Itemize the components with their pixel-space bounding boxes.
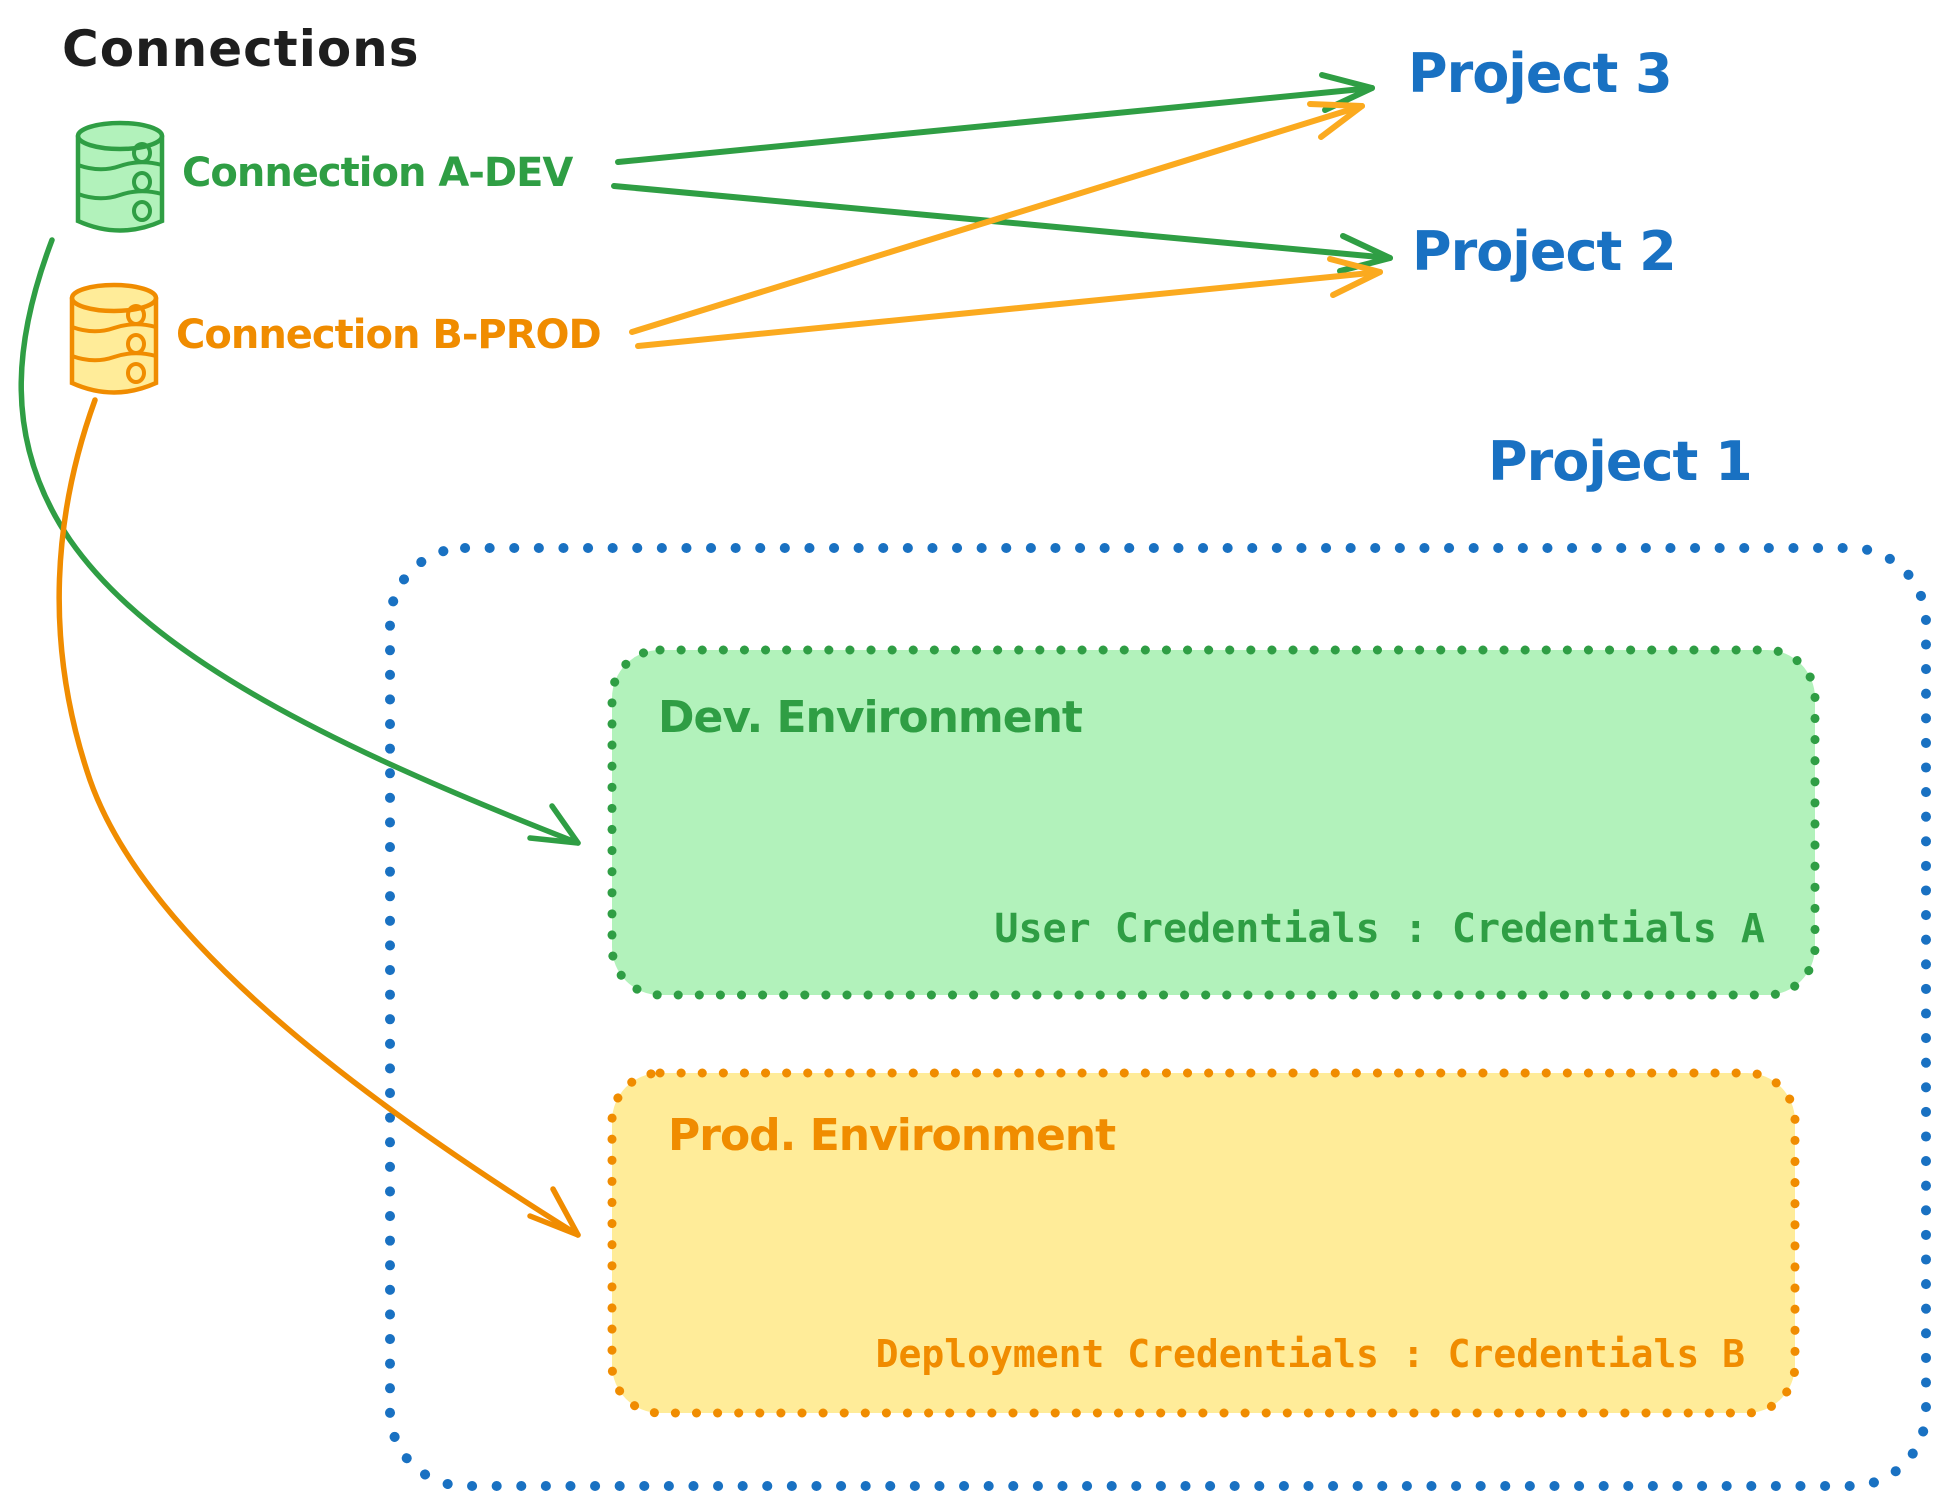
arrow-bprod-to-project2 xyxy=(635,256,1383,349)
project2-label: Project 2 xyxy=(1412,220,1677,283)
diagram-title: Connections xyxy=(62,20,420,78)
prod-credentials-text: Deployment Credentials : Credentials B xyxy=(875,1332,1745,1376)
arrow-adev-to-project2 xyxy=(611,183,1393,274)
database-icon-prod xyxy=(69,282,159,395)
dev-credentials-text: User Credentials : Credentials A xyxy=(994,906,1765,952)
arrow-adev-to-project3 xyxy=(615,72,1375,165)
database-icon-dev xyxy=(75,120,165,233)
dev-environment-title: Dev. Environment xyxy=(658,692,1083,743)
connection-a-dev-label: Connection A-DEV xyxy=(182,150,573,196)
arrow-bprod-to-prod-environment xyxy=(56,397,581,1238)
project3-label: Project 3 xyxy=(1408,42,1673,105)
connection-b-prod-label: Connection B-PROD xyxy=(176,312,602,358)
arrow-bprod-to-project3 xyxy=(629,101,1365,335)
prod-environment-title: Prod. Environment xyxy=(668,1110,1116,1161)
project1-label: Project 1 xyxy=(1488,430,1753,493)
